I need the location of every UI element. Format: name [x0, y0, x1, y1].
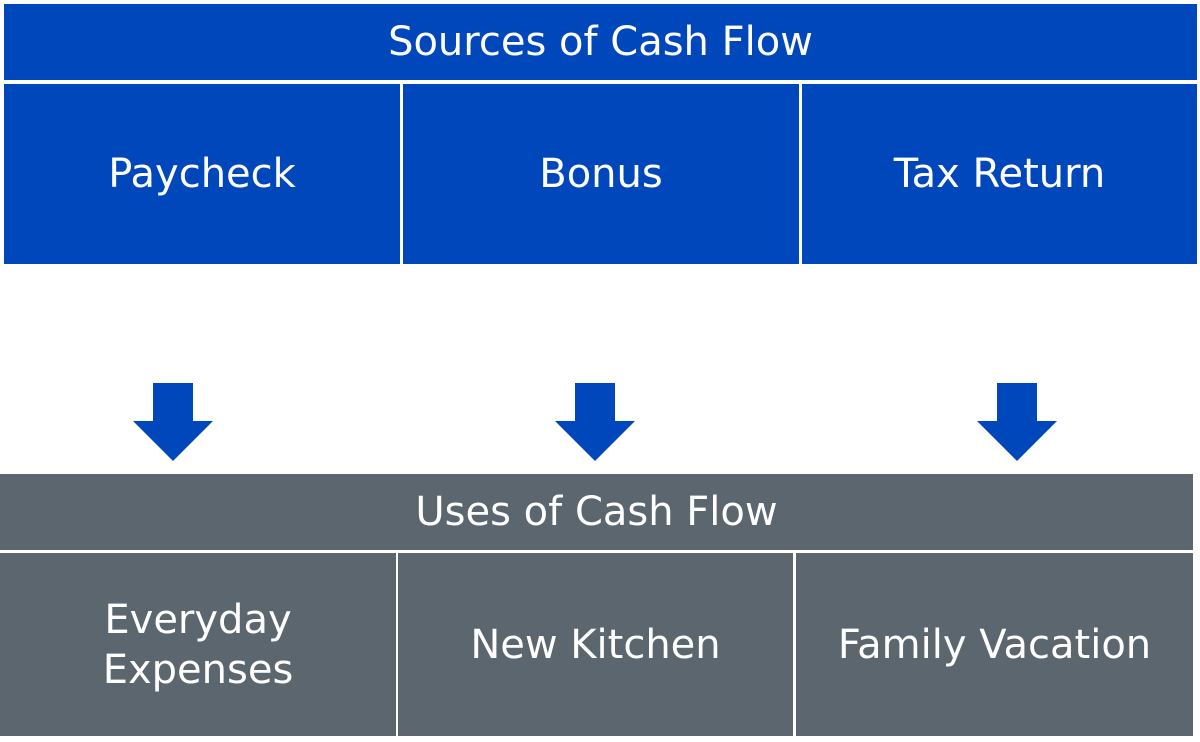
use-label: Family Vacation: [837, 621, 1152, 668]
source-label: Paycheck: [108, 151, 296, 197]
down-arrow-icon: [977, 383, 1057, 461]
source-cell-paycheck: Paycheck: [4, 84, 400, 264]
uses-header: Uses of Cash Flow: [0, 474, 1193, 550]
down-arrow-icon: [555, 383, 635, 461]
down-arrow-shape: [133, 383, 213, 461]
down-arrow-shape: [555, 383, 635, 461]
use-cell-everyday-expenses: Everyday Expenses: [0, 553, 396, 736]
use-label: Everyday Expenses: [102, 596, 294, 693]
source-cell-bonus: Bonus: [403, 84, 799, 264]
uses-title: Uses of Cash Flow: [415, 489, 778, 535]
sources-header: Sources of Cash Flow: [4, 4, 1197, 80]
down-arrow-icon: [133, 383, 213, 461]
use-cell-new-kitchen: New Kitchen: [398, 553, 793, 736]
use-label: New Kitchen: [470, 621, 721, 668]
down-arrow-shape: [977, 383, 1057, 461]
sources-title: Sources of Cash Flow: [388, 19, 813, 65]
source-label: Bonus: [539, 151, 663, 197]
use-cell-family-vacation: Family Vacation: [796, 553, 1193, 736]
source-label: Tax Return: [893, 151, 1106, 197]
source-cell-tax-return: Tax Return: [802, 84, 1197, 264]
